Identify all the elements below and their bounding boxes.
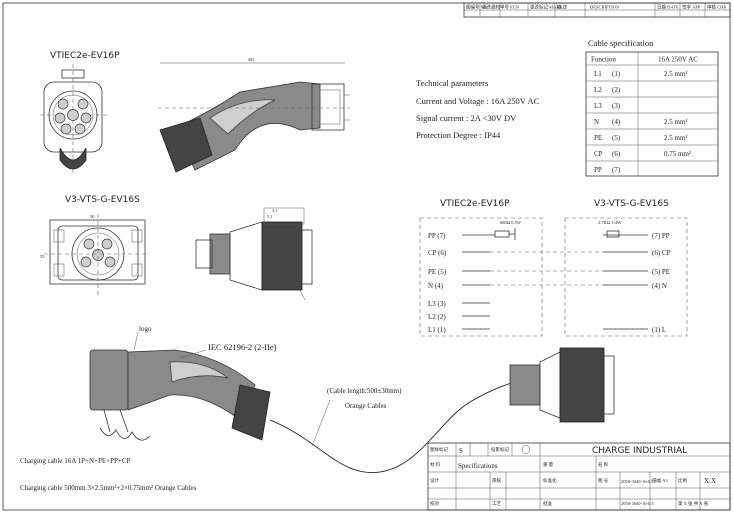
- right-pin: (4) N: [652, 282, 667, 290]
- socket-dim-a: 5.1: [267, 214, 273, 219]
- spec-val: 2.5 mm²: [664, 134, 688, 142]
- tb-process-label: 工艺: [492, 501, 501, 506]
- spec-num: (6): [612, 150, 621, 158]
- rev-h-1: 更改通知单号 ECN: [482, 4, 520, 11]
- spec-val: 2.5 mm²: [664, 70, 688, 78]
- spec-fn: L2: [594, 86, 602, 94]
- wiring-diagram: VTIEC2e-EV16P V3-VTS-G-EV16S 680Ω 0.5W 2…: [419, 199, 688, 337]
- plug-length-dim: 281: [248, 57, 255, 62]
- right-pin: (6) CP: [652, 249, 671, 257]
- tb-design-label: 设计: [430, 477, 439, 484]
- tb-material-label: 材 料: [430, 461, 441, 468]
- spec-num: (4): [612, 118, 621, 126]
- rev-h-4: DESCRIPTION: [590, 5, 620, 10]
- socket-front-view: 55 50: [40, 214, 150, 295]
- spec-num: (2): [612, 86, 621, 94]
- plug-front-view: [40, 64, 110, 175]
- rev-h-6: 签字 APP: [682, 4, 701, 10]
- tech-line-2: Protection Degree : IP44: [416, 130, 501, 140]
- logo-label: logo: [139, 325, 152, 333]
- rev-h-5: 日期 DATE: [657, 5, 679, 11]
- left-pin: L3 (3): [428, 300, 446, 308]
- tb-part-no-2: 2050-3040-16-0.5: [621, 501, 654, 506]
- plug-side-view: 281: [158, 57, 350, 173]
- tb-scale: X:X: [704, 477, 716, 485]
- tech-line-1: Signal current : 2A <30V DV: [416, 113, 517, 123]
- rev-h-0: 图幅号 Vol: [466, 4, 488, 11]
- spec-fn: CP: [594, 150, 603, 158]
- spec-h-0: Function: [591, 56, 616, 64]
- tb-company: CHARGE INDUSTRIAL: [592, 446, 687, 456]
- spec-fn: PE: [594, 134, 602, 142]
- note-1: Charging cable 500mm 3×2.5mm²+2×0.75mm² …: [20, 484, 197, 492]
- socket-dim-w: 50: [90, 214, 95, 219]
- tb-drawing-mark-label: 图样标记: [430, 446, 448, 453]
- tech-line-0: Current and Voltage : 16A 250V AC: [416, 96, 540, 106]
- tb-approve-label: 批准: [543, 500, 552, 507]
- socket-dim-h: 55: [40, 254, 45, 259]
- tb-check-label: 校对: [430, 500, 439, 507]
- socket-view-label: V3-VTS-G-EV16S: [65, 195, 140, 205]
- spec-fn: N: [594, 118, 599, 126]
- tb-projection-label: 投影标记: [491, 446, 509, 453]
- right-pin: (1) L: [652, 326, 666, 334]
- spec-num: (1): [612, 70, 621, 78]
- plug-view-label: VTIEC2e-EV16P: [50, 51, 120, 61]
- wiring-left-label: VTIEC2e-EV16P: [440, 199, 510, 209]
- tb-size-label: 纸幅 A3: [652, 477, 668, 484]
- tb-scale-label: 比例: [678, 477, 687, 484]
- spec-fn: L1: [594, 70, 602, 78]
- tb-standard-label: 标准化: [543, 477, 557, 484]
- rev-h-7: 审核 CHK: [707, 4, 727, 11]
- tech-title: Technical parameters: [416, 78, 488, 88]
- tb-weight-label: 重 量: [543, 461, 554, 468]
- title-block: 图样标记 S 投影标记 CHARGE INDUSTRIAL 材 料 Specif…: [427, 442, 731, 511]
- rev-h-2: 更改标记 MARK: [530, 4, 563, 11]
- tb-review-label: 审核: [492, 477, 501, 484]
- left-resistor: 680Ω 0.5W: [500, 220, 522, 225]
- spec-val: 0.75 mm²: [664, 150, 691, 158]
- right-pin: (7) PP: [652, 232, 670, 240]
- spec-fn: PP: [594, 166, 602, 174]
- spec-val: 2.5 mm²: [664, 118, 688, 126]
- cable-length-label: (Cable length:500±30mm): [327, 387, 402, 395]
- spec-num: (3): [612, 102, 621, 110]
- wiring-right-label: V3-VTS-G-EV16S: [594, 199, 669, 209]
- spec-num: (5): [612, 134, 621, 142]
- rev-h-3: 描 述: [557, 4, 568, 11]
- right-pin: (5) PE: [652, 268, 670, 276]
- spec-num: (7): [612, 166, 621, 174]
- left-pin: N (4): [428, 282, 444, 290]
- tb-material: Specifications: [458, 462, 498, 470]
- standard-label: IEC 62196-2 (2-IIe): [208, 342, 277, 352]
- tb-name-label: 名 称: [598, 461, 609, 468]
- socket-dim-b: 3.1: [272, 208, 278, 213]
- tb-drawing-mark: S: [459, 447, 463, 455]
- cable-spec-title: Cable specification: [588, 38, 654, 48]
- spec-fn: L3: [594, 102, 602, 110]
- cable-assembly: logo IEC 62196-2 (2-IIe) (Cable length:5…: [89, 325, 615, 474]
- revision-table: 图幅号 Vol 更改通知单号 ECN 更改标记 MARK 描 述 DESCRIP…: [463, 2, 731, 18]
- tb-part-no-label: 图 号: [598, 478, 609, 484]
- note-0: Charging cable 16A 1P+N+PE+PP+CP: [20, 457, 130, 465]
- right-resistor: 2.7KΩ 1/4W: [598, 220, 622, 225]
- cable-spec-table: Cable specification Function 16A 250V AC…: [585, 38, 719, 177]
- technical-parameters: Technical parameters Current and Voltage…: [416, 78, 540, 140]
- tb-sheet-label: 第 X 张 共 X 张: [678, 500, 709, 507]
- cable-color-label: Orange Cables: [345, 402, 387, 410]
- left-pin: CP (6): [428, 249, 447, 257]
- left-pin: L1 (1): [428, 326, 446, 334]
- socket-side-view: 5.1 3.1: [195, 207, 313, 301]
- left-pin: L2 (2): [428, 313, 446, 321]
- left-pin: PP (7): [428, 232, 446, 240]
- left-pin: PE (5): [428, 268, 447, 276]
- spec-h-1: 16A 250V AC: [658, 56, 698, 64]
- tb-part-no: 2050-3040-16-0.5: [621, 479, 654, 484]
